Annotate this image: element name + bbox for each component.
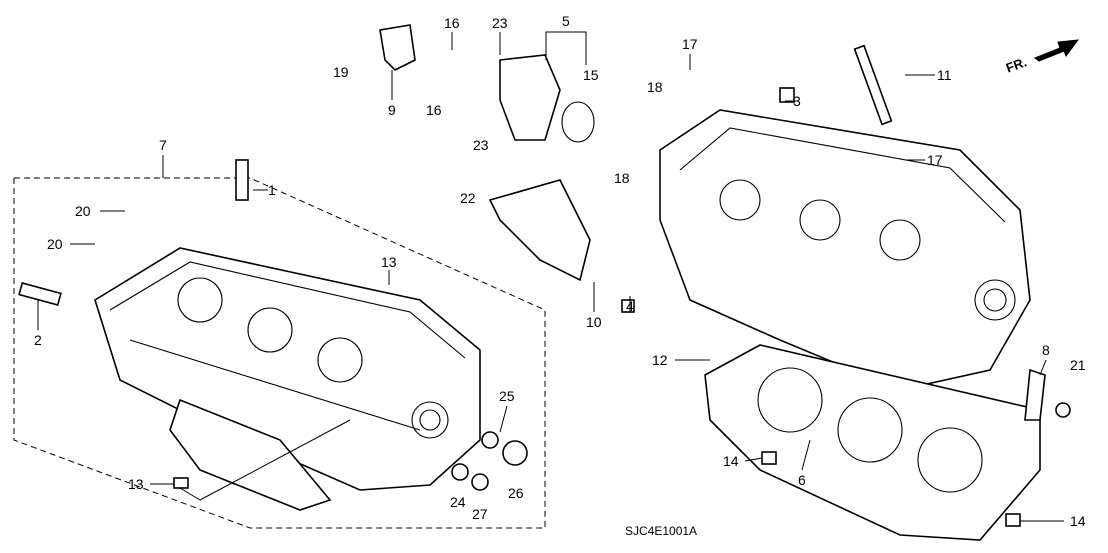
callout-23b: 23 [473,137,489,153]
bracket-9 [379,24,416,71]
plug-26 [502,440,528,466]
cap-3 [779,87,795,103]
callout-9: 9 [388,102,396,118]
callout-16b: 16 [426,102,442,118]
leader-lines [37,31,1064,522]
stud-bolt-2 [18,282,62,306]
callout-17b: 17 [927,152,943,168]
callout-4: 4 [626,298,634,314]
seal-25 [481,431,499,449]
dowel-pin-1 [235,159,249,201]
thermostat-housing-5 [499,54,561,141]
seal-27 [471,473,489,491]
callout-11: 11 [937,67,952,83]
diagram-code: SJC4E1001A [625,524,697,538]
callout-7: 7 [159,137,167,153]
callout-5: 5 [562,13,570,29]
dowel-13 [173,477,189,489]
callout-2: 2 [34,332,42,348]
callout-3: 3 [793,93,801,109]
bracket-8 [1024,368,1046,421]
nut-4 [621,299,635,313]
callout-13b: 13 [128,476,144,492]
small-parts [18,24,1071,527]
o-ring-15 [561,101,595,143]
callout-18b: 18 [614,170,630,186]
washer-24 [451,463,469,481]
left-head-group-box [13,155,546,529]
callout-25: 25 [499,388,515,404]
front-direction-marker: FR. [1004,39,1080,76]
bolt-21 [1055,402,1071,418]
callout-27: 27 [472,506,488,522]
callout-13a: 13 [381,254,397,270]
bracket-10 [488,179,591,282]
callout-labels: 19 9 16 16 23 5 15 23 17 18 3 11 17 18 2… [34,13,1086,529]
dowel-14b [1005,513,1021,527]
callout-18a: 18 [647,79,663,95]
callout-22: 22 [460,190,476,206]
callout-19: 19 [333,64,349,80]
fr-label: FR. [1004,54,1029,75]
callout-8: 8 [1042,342,1050,358]
head-gasket [704,344,1041,541]
callout-23a: 23 [492,15,508,31]
callout-24: 24 [450,494,466,510]
bolt-11 [853,44,893,126]
callout-16a: 16 [444,15,460,31]
callout-17a: 17 [682,36,698,52]
front-cylinder-head [659,109,1031,391]
callout-15: 15 [583,67,599,83]
callout-6: 6 [798,472,806,488]
rear-cylinder-head [94,247,481,511]
callout-26: 26 [508,485,524,501]
callout-20a: 20 [75,203,91,219]
callout-12: 12 [652,352,668,368]
callout-14b: 14 [1070,513,1086,529]
callout-20b: 20 [47,236,63,252]
callout-10: 10 [586,314,602,330]
callout-14a: 14 [723,453,739,469]
dowel-14a [761,451,777,465]
callout-1: 1 [268,182,276,198]
callout-21: 21 [1070,357,1086,373]
front-arrow-icon [1033,39,1080,62]
